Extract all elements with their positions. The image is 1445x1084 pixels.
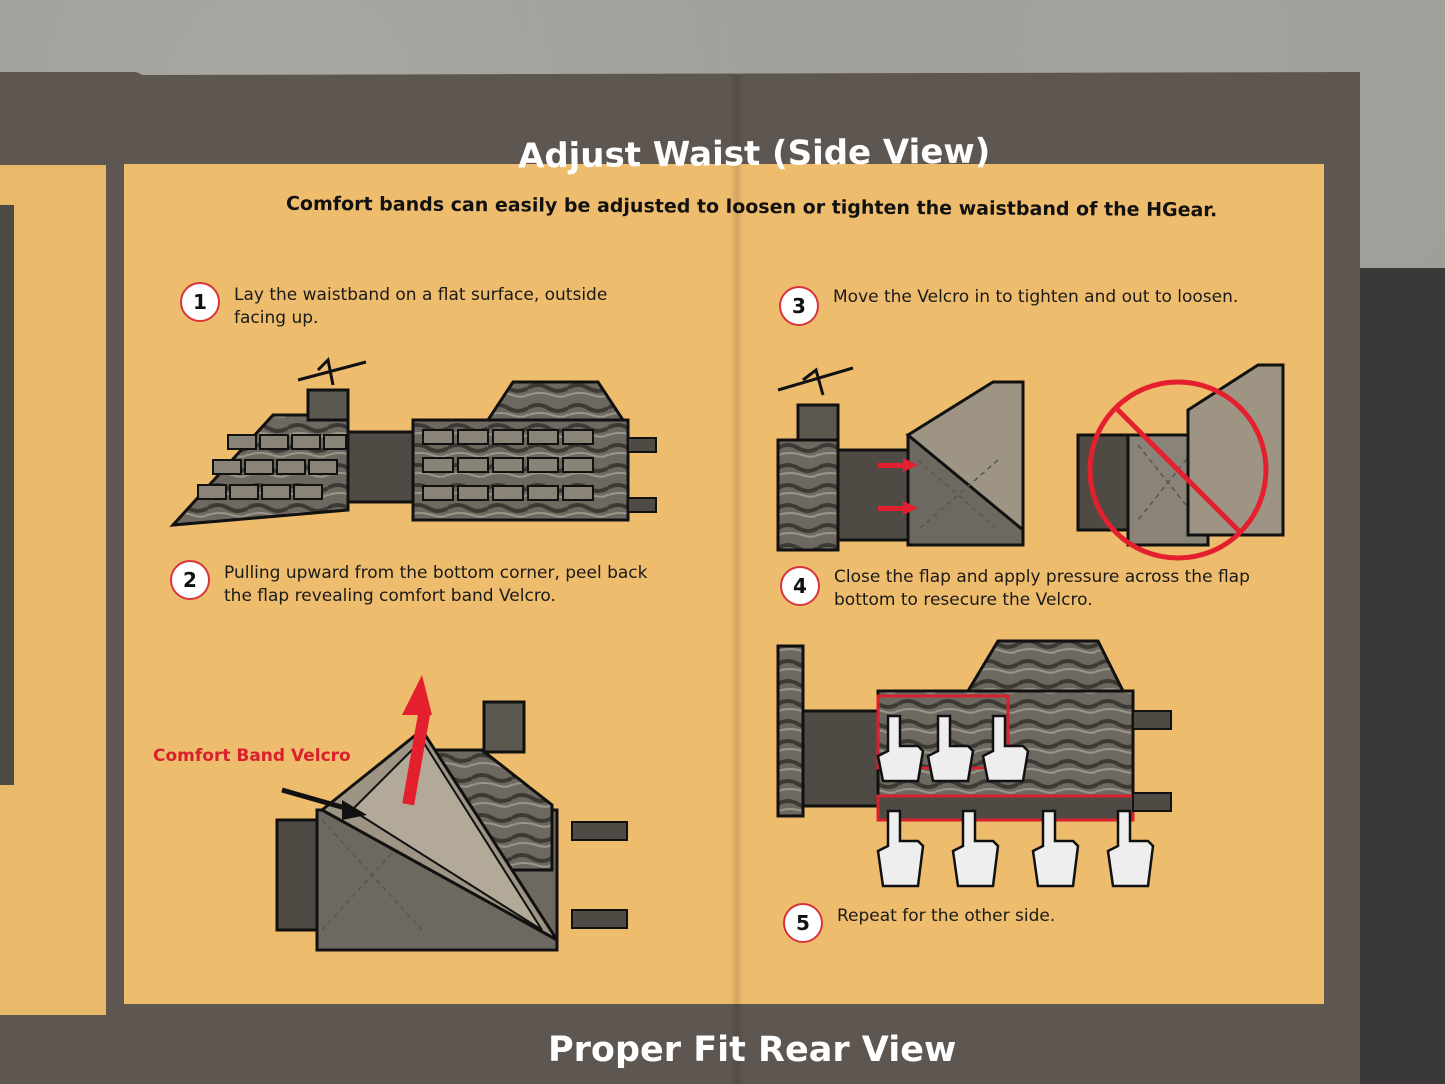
step-3: 3 Move the Velcro in to tighten and out … bbox=[779, 286, 1293, 326]
step-badge: 5 bbox=[783, 903, 823, 943]
step-badge: 4 bbox=[780, 566, 820, 606]
up-arrow-icon bbox=[402, 675, 432, 806]
step-badge: 2 bbox=[170, 560, 210, 600]
hand-press-icon bbox=[1106, 809, 1155, 888]
move-velcro-illustration bbox=[776, 363, 1285, 561]
close-flap-illustration bbox=[776, 639, 1172, 888]
step-badge: 3 bbox=[779, 286, 819, 326]
hand-press-icon bbox=[876, 809, 925, 888]
hand-press-icon bbox=[951, 809, 1000, 888]
step-2: 2 Pulling upward from the bottom corner,… bbox=[170, 560, 654, 608]
peel-flap-illustration bbox=[275, 675, 628, 952]
hand-press-icon bbox=[981, 714, 1030, 783]
step-text: Close the flap and apply pressure across… bbox=[834, 567, 1250, 610]
left-panel-edge bbox=[0, 165, 106, 1015]
photo-strip bbox=[0, 205, 14, 785]
next-section-title: Proper Fit Rear View bbox=[548, 1030, 957, 1070]
step-1: 1 Lay the waistband on a flat surface, o… bbox=[180, 282, 654, 330]
comfort-band-velcro-label: Comfort Band Velcro bbox=[153, 746, 351, 766]
hand-press-icon bbox=[1031, 809, 1080, 888]
step-text: Repeat for the other side. bbox=[837, 906, 1056, 926]
step-4: 4 Close the flap and apply pressure acro… bbox=[780, 566, 1264, 612]
hand-press-icon bbox=[876, 714, 925, 783]
waistband-flat-illustration bbox=[169, 356, 657, 527]
step-text: Pulling upward from the bottom corner, p… bbox=[224, 563, 648, 606]
step-text: Lay the waistband on a flat surface, out… bbox=[234, 285, 608, 328]
no-symbol-icon bbox=[1087, 379, 1269, 561]
pointer-arrow-icon bbox=[281, 787, 367, 820]
step-text: Move the Velcro in to tighten and out to… bbox=[833, 287, 1239, 307]
step-5: 5 Repeat for the other side. bbox=[783, 903, 1137, 943]
step-badge: 1 bbox=[180, 282, 220, 322]
page-title: Adjust Waist (Side View) bbox=[517, 131, 991, 177]
center-fold bbox=[730, 75, 744, 1084]
hand-press-icon bbox=[926, 714, 975, 783]
